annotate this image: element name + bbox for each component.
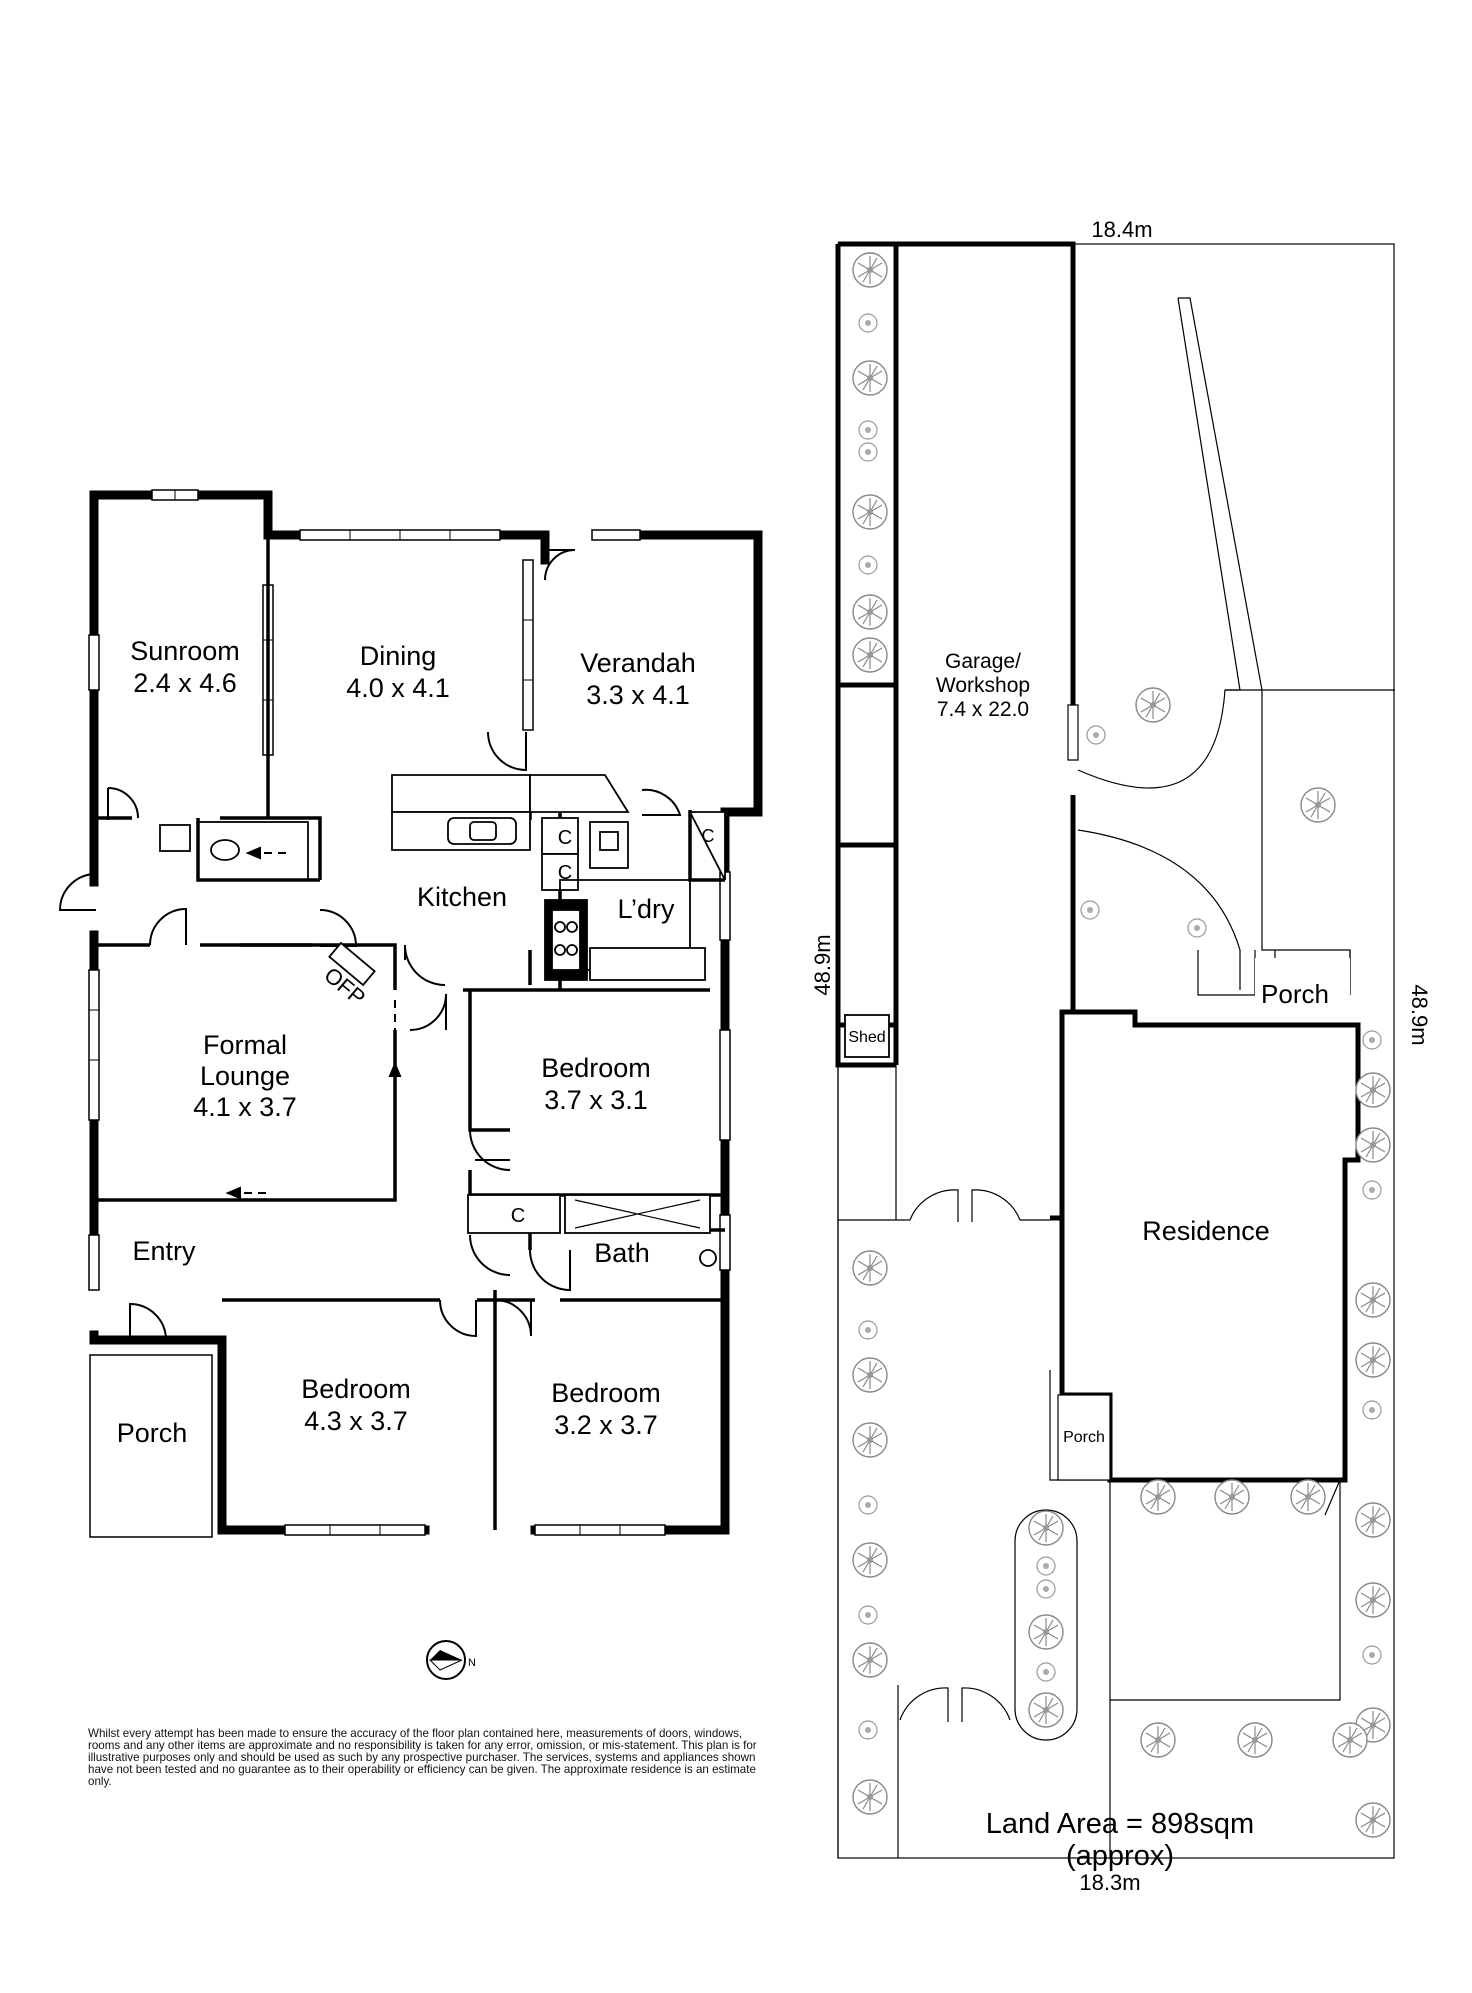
room-size-verandah: 3.3 x 4.1: [586, 680, 690, 710]
site-labels: Garage/ Workshop 7.4 x 22.0 Residence Po…: [810, 217, 1432, 1895]
window-entry-side: [88, 1234, 100, 1291]
exterior-wall-north: [89, 490, 185, 1345]
porch-front-outline: [1057, 1394, 1111, 1481]
room-name-kitchen: Kitchen: [417, 882, 507, 912]
laundry-bench-top: [529, 774, 630, 813]
dimension-left: 48.9m: [810, 934, 835, 995]
room-name-lounge-1: Formal: [203, 1030, 287, 1060]
shed-label: Shed: [848, 1029, 885, 1046]
room-size-lounge: 4.1 x 3.7: [193, 1092, 297, 1122]
cupboard-label-2: C: [558, 862, 572, 884]
dimension-top: 18.4m: [1091, 217, 1152, 242]
room-name-lounge-2: Lounge: [200, 1061, 290, 1091]
window-verandah-top: [591, 529, 641, 541]
cupboard-label-4: C: [511, 1205, 525, 1227]
room-size-bedroom-2: 4.3 x 3.7: [304, 1406, 408, 1436]
porch-rear-outline: [1255, 958, 1350, 1018]
land-area: Land Area = 898sqm (approx): [940, 1808, 1300, 1872]
land-area-line1: Land Area = 898sqm: [985, 1808, 1255, 1840]
compass-icon: N: [426, 1640, 476, 1680]
porch-front-label: Porch: [1063, 1429, 1105, 1446]
porch-outline: [89, 1354, 213, 1538]
room-name-bedroom-1: Bedroom: [541, 1053, 651, 1083]
land-area-line2: (approx): [1066, 1840, 1174, 1872]
room-name-entry: Entry: [132, 1236, 196, 1266]
window-sunroom-side: [88, 634, 100, 691]
room-name-dining: Dining: [360, 641, 437, 671]
room-name-porch: Porch: [117, 1418, 188, 1448]
window-bed2-south: [284, 1524, 426, 1536]
room-size-sunroom: 2.4 x 4.6: [133, 668, 237, 698]
room-name-bath: Bath: [594, 1238, 650, 1268]
room-size-dining: 4.0 x 4.1: [346, 673, 450, 703]
room-name-verandah: Verandah: [580, 648, 696, 678]
fireplace: [328, 941, 376, 987]
room-name-bedroom-2: Bedroom: [301, 1374, 411, 1404]
window-dining-verandah: [522, 559, 534, 731]
site-plan: Shed: [810, 217, 1432, 1895]
room-name-sunroom: Sunroom: [130, 636, 240, 666]
kitchen-bench-upper: [391, 774, 531, 813]
porch-rear-label: Porch: [1261, 979, 1329, 1009]
cupboard-labels: C C C C OFP: [319, 826, 714, 1227]
window-laundry-side: [719, 871, 731, 941]
cupboard-label-1: C: [558, 827, 572, 849]
window-bed3-south: [534, 1524, 666, 1536]
dimension-right: 48.9m: [1407, 984, 1432, 1045]
window-bath-east: [719, 1214, 731, 1271]
dimension-bottom: 18.3m: [1079, 1870, 1140, 1895]
window-lounge-side: [88, 969, 100, 1121]
cupboard-label-3: C: [702, 826, 715, 846]
room-labels: Sunroom 2.4 x 4.6 Dining 4.0 x 4.1 Veran…: [117, 636, 696, 1448]
room-size-bedroom-3: 3.2 x 3.7: [554, 1410, 658, 1440]
exterior-wall-top: [89, 490, 763, 817]
shed: [844, 1014, 890, 1058]
garage-size: 7.4 x 22.0: [937, 698, 1029, 721]
residence-label: Residence: [1142, 1216, 1270, 1246]
garage-label-2: Workshop: [936, 674, 1030, 697]
room-name-laundry: L’dry: [617, 894, 675, 924]
disclaimer-text: Whilst every attempt has been made to en…: [88, 1727, 757, 1788]
room-name-bedroom-3: Bedroom: [551, 1378, 661, 1408]
window-bedroom-east: [719, 1029, 731, 1141]
garage-label-1: Garage/: [945, 650, 1021, 673]
compass-north-label: N: [468, 1657, 476, 1669]
floor-plan: C C C C OFP Sunroom 2.4 x 4.6 Dining 4.0…: [58, 489, 763, 1680]
room-size-bedroom-1: 3.7 x 3.1: [544, 1085, 648, 1115]
